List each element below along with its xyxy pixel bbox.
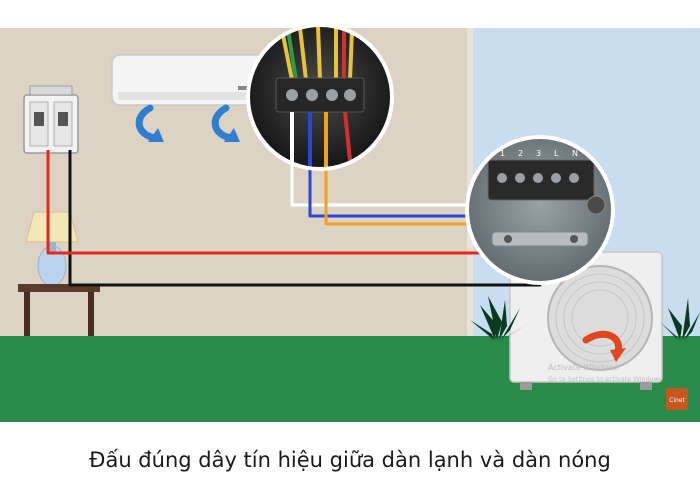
brand-logo: Cinet (666, 388, 688, 410)
indoor-terminal-magnifier (246, 23, 394, 171)
terminal-label-n: N (572, 149, 578, 158)
watermark-activate-title: Activate Windows (548, 363, 619, 372)
svg-text:Cinet: Cinet (669, 397, 685, 404)
watermark-activate-subtitle: Go to Settings to activate Windows (548, 375, 663, 383)
airflow-arrow-left (135, 104, 164, 142)
terminal-label-l: L (554, 149, 559, 158)
airflow-arrow-right (211, 104, 240, 142)
terminal-label-1: 1 (500, 149, 505, 158)
wall-edge (467, 28, 473, 338)
plant-right (660, 298, 700, 340)
side-table (18, 284, 100, 336)
plant-left (470, 296, 528, 340)
outdoor-terminal-magnifier: 1 2 3 L N (465, 135, 615, 285)
lamp (25, 211, 79, 287)
terminal-label-3: 3 (536, 149, 541, 158)
circuit-breaker (23, 85, 79, 154)
terminal-label-2: 2 (518, 149, 523, 158)
caption: Đấu đúng dây tín hiệu giữa dàn lạnh và d… (89, 448, 611, 472)
fan-rotation-arrow (582, 330, 626, 362)
